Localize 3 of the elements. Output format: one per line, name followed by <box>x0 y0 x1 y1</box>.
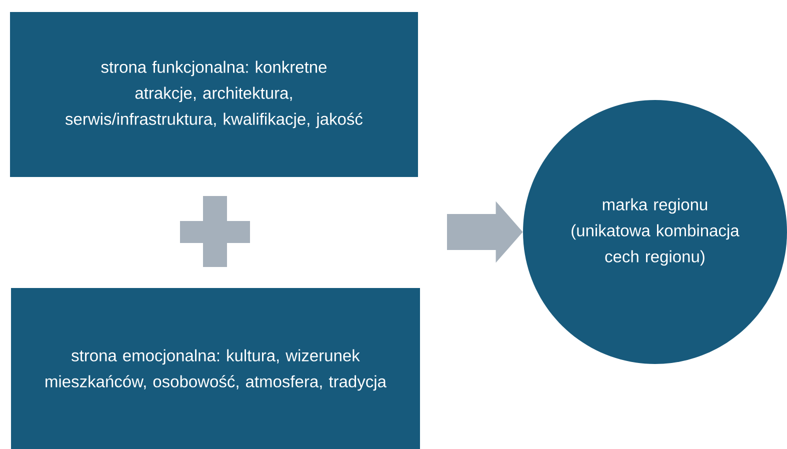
text-box: strona emocjonalna: kultura, wizerunek mieszkańców, osobowość, atmosfera, tradycja <box>11 288 420 449</box>
circle-node: marka regionu (unikatowa kombinacja cech regionu) <box>523 100 787 364</box>
text-box: strona funkcjonalna: konkretne atrakcje, architektura, serwis/infrastruktura, kwalifikacje, jakość <box>10 12 418 177</box>
